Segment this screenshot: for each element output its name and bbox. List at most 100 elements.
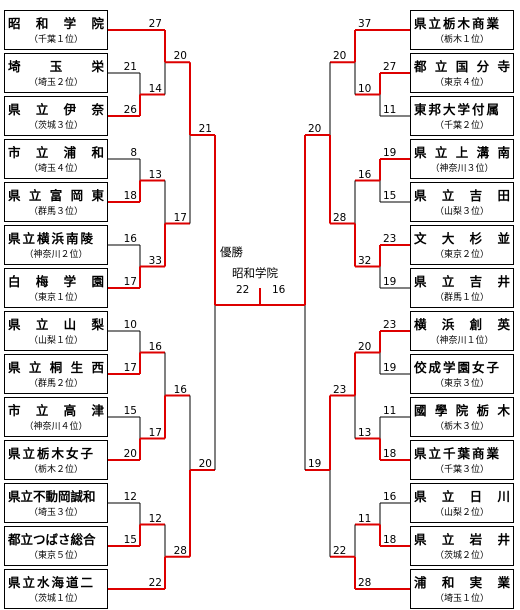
team-name-char: 吉 (469, 274, 483, 289)
team-prefecture: （千葉１位） (28, 35, 83, 45)
team-prefecture: （山梨３位） (434, 207, 489, 217)
team-name: 県立千葉商業 (414, 446, 502, 461)
score-label: 11 (383, 104, 397, 116)
team-name: 県立栃木商業 (414, 16, 502, 31)
score-label: 15 (123, 405, 137, 417)
team-name-char: 院 (455, 403, 469, 418)
score-label: 23 (333, 383, 347, 396)
score-label: 28 (333, 211, 347, 224)
team-name: 東邦大学付属 (414, 102, 502, 117)
team-name-char: 県 (414, 274, 427, 289)
champion-name: 昭和学院 (232, 266, 278, 280)
team-prefecture: （神奈川２位） (24, 250, 88, 260)
team-prefecture: （栃木１位） (434, 35, 489, 45)
team-box-right-3: 東邦大学付属（千葉２位） (410, 96, 514, 136)
team-name: 県立栃木女子 (8, 446, 96, 461)
team-prefecture: （神奈川１位） (430, 336, 494, 346)
team-prefecture: （茨城１位） (28, 594, 83, 604)
team-name: 県立桐生西 (5, 359, 107, 377)
team-name-char: 富 (49, 188, 63, 203)
team-box-right-10: 國學院栃木（栃木３位） (410, 397, 514, 437)
team-name-char: 栃 (476, 403, 490, 418)
team-name-char: 業 (497, 575, 510, 590)
score-label: 12 (123, 491, 137, 503)
team-prefecture: （東京５位） (28, 551, 83, 561)
team-prefecture: （東京２位） (434, 250, 489, 260)
team-name-char: 立 (441, 274, 455, 289)
score-label: 17 (148, 426, 162, 439)
team-box-right-13: 県立岩井（茨城２位） (410, 526, 514, 566)
score-label: 20 (358, 340, 372, 353)
team-box-left-11: 県立栃木女子（栃木２位） (4, 440, 108, 480)
team-name-char: 立 (441, 188, 455, 203)
score-label: 23 (383, 233, 397, 245)
team-name-char: 浦 (63, 145, 77, 160)
team-name: 文大杉並 (411, 230, 513, 248)
team-name-char: 奈 (91, 102, 104, 117)
team-name-char: 浜 (441, 317, 455, 332)
team-name-char: 桐 (49, 360, 63, 375)
team-name: 県立吉井 (411, 273, 513, 291)
team-name-char: 院 (91, 16, 104, 31)
champion-title: 優勝 (220, 245, 243, 259)
team-box-right-11: 県立千葉商業（千葉３位） (410, 440, 514, 480)
team-prefecture: （群馬２位） (28, 379, 83, 389)
score-label: 37 (358, 18, 372, 30)
team-prefecture: （茨城３位） (28, 121, 83, 131)
team-name-char: 井 (497, 274, 510, 289)
team-box-left-1: 昭和学院（千葉１位） (4, 10, 108, 50)
team-name-char: 立 (441, 532, 455, 547)
team-prefecture: （茨城２位） (434, 551, 489, 561)
team-box-right-1: 県立栃木商業 （栃木１位） (410, 10, 514, 50)
team-name: 県立不動岡誠和 (8, 489, 96, 504)
team-box-left-4: 市立浦和（埼玉４位） (4, 139, 108, 179)
score-label: 20 (173, 50, 187, 63)
score-label: 22 (333, 544, 347, 557)
score-label: 18 (383, 534, 397, 546)
score-label: 16 (358, 168, 372, 181)
team-name: 佼成学園女子 (414, 360, 502, 375)
score-label: 18 (123, 190, 137, 202)
team-box-right-2: 都立国分寺（東京４位） (410, 53, 514, 93)
score-label: 32 (358, 254, 372, 267)
team-name-char: 日 (469, 489, 483, 504)
score-label: 15 (123, 534, 137, 546)
team-box-right-8: 横浜創英（神奈川１位） (410, 311, 514, 351)
team-name: 埼玉栄 (5, 58, 107, 76)
team-box-right-9: 佼成学園女子（東京３位） (410, 354, 514, 394)
team-box-left-8: 県立山梨（山梨１位） (4, 311, 108, 351)
team-name-char: 山 (63, 317, 77, 332)
team-box-left-6: 県立横浜南陵 （神奈川２位） (4, 225, 108, 265)
team-name-char: 県 (8, 317, 21, 332)
team-name: 県立横浜南陵 (8, 231, 96, 246)
team-name-char: 立 (35, 145, 49, 160)
score-label: 10 (123, 319, 137, 331)
team-name-char: 学 (63, 274, 77, 289)
score-label: 33 (148, 254, 162, 267)
team-name: 市立浦和 (5, 144, 107, 162)
team-name-char: 昭 (8, 16, 21, 31)
team-name: 県立吉田 (411, 187, 513, 205)
team-name-char: 文 (414, 231, 427, 246)
score-label: 14 (148, 82, 162, 95)
team-box-right-4: 県立上溝南（神奈川３位） (410, 139, 514, 179)
team-name-char: 県 (414, 489, 427, 504)
team-name: 県立山梨 (5, 316, 107, 334)
score-label: 17 (123, 276, 137, 288)
team-name-char: 市 (8, 145, 21, 160)
team-box-left-2: 埼玉栄（埼玉２位） (4, 53, 108, 93)
team-name: 県立水海道二 (8, 575, 96, 590)
team-name-char: 県 (414, 145, 427, 160)
score-label: 16 (272, 284, 286, 296)
team-name-char: 和 (91, 145, 104, 160)
team-prefecture: （埼玉３位） (28, 508, 83, 518)
team-name-char: 木 (497, 403, 510, 418)
score-label: 13 (358, 426, 372, 439)
team-name-char: 横 (414, 317, 427, 332)
score-label: 27 (383, 61, 397, 73)
team-prefecture: （神奈川３位） (430, 164, 494, 174)
score-label: 8 (130, 147, 137, 159)
score-label: 16 (383, 491, 397, 503)
team-name-char: 実 (469, 575, 483, 590)
team-prefecture: （群馬３位） (28, 207, 83, 217)
